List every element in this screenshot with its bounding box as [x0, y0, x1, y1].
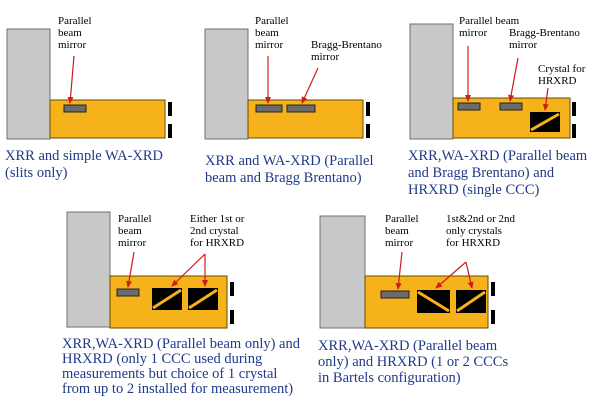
- slit-upper: [230, 282, 234, 296]
- panel-1: Parallel beam mirror XRR and simple WA-X…: [5, 15, 172, 181]
- parallel-beam-mirror: [255, 104, 283, 113]
- parallel-beam-mirror: [116, 288, 140, 297]
- panel-caption: XRR,WA-XRD (Parallel beam and Bragg Bren…: [408, 148, 591, 198]
- panel-3: Parallel beam mirror Bragg-Brentano mirr…: [408, 15, 591, 198]
- bragg-brentano-mirror-label: Bragg-Brentano mirror: [509, 27, 583, 51]
- crystal-1-diagonal: [417, 290, 450, 313]
- panel-caption: XRR and simple WA-XRD (slits only): [5, 148, 167, 181]
- bragg-brentano-arrow: [301, 67, 319, 104]
- panel-5: Parallel beam mirror 1st&2nd or 2nd only…: [318, 213, 518, 386]
- parallel-beam-mirror: [457, 102, 481, 111]
- housing-block: [204, 28, 249, 140]
- mirror-arrow: [67, 55, 75, 104]
- parallel-beam-mirror-label: Parallel beam mirror: [118, 213, 154, 249]
- housing-block: [6, 28, 51, 140]
- slit-lower: [491, 310, 495, 324]
- crystal-arrow: [542, 87, 549, 111]
- slit-upper: [168, 102, 172, 116]
- bragg-brentano-arrow: [508, 57, 519, 102]
- parallel-beam-arrow: [395, 251, 403, 290]
- panel-2: Parallel beam mirror Bragg-Brentano mirr…: [204, 15, 385, 186]
- panel-caption: XRR,WA-XRD (Parallel beam only) and HRXR…: [318, 338, 512, 386]
- housing-block: [319, 215, 366, 329]
- crystal-label: Crystal for HRXRD: [538, 63, 588, 87]
- crystal-diagonal: [530, 112, 560, 132]
- crystal-2-diagonal: [456, 290, 486, 313]
- crystal-label: 1st&2nd or 2nd only crystals for HRXRD: [446, 213, 518, 249]
- parallel-beam-mirror-label: Parallel beam mirror: [255, 15, 291, 51]
- crystal-1-arrow: [171, 253, 206, 287]
- bragg-brentano-mirror-label: Bragg-Brentano mirror: [311, 39, 385, 63]
- crystal-2-arrow: [465, 261, 474, 289]
- slit-upper: [366, 102, 370, 116]
- housing-block: [409, 23, 454, 140]
- housing-block: [66, 211, 111, 328]
- parallel-beam-arrow: [126, 251, 135, 288]
- mirror-label: Parallel beam mirror: [58, 15, 94, 51]
- slit-lower: [230, 310, 234, 324]
- bragg-brentano-mirror: [499, 102, 523, 111]
- crystal-1-arrow: [435, 261, 467, 289]
- slit-upper: [572, 102, 576, 116]
- parallel-beam-mirror: [63, 104, 87, 113]
- panel-4: Parallel beam mirror Either 1st or 2nd c…: [62, 211, 304, 397]
- parallel-beam-mirror: [380, 290, 410, 299]
- slit-lower: [366, 124, 370, 138]
- crystal-2-diagonal: [188, 288, 218, 310]
- crystal-label: Either 1st or 2nd crystal for HRXRD: [190, 213, 247, 249]
- parallel-beam-mirror-label: Parallel beam mirror: [385, 213, 421, 249]
- bragg-brentano-mirror: [286, 104, 316, 113]
- slit-lower: [572, 124, 576, 138]
- parallel-beam-mirror-label: Parallel beam mirror: [459, 15, 522, 39]
- slit-lower: [168, 124, 172, 138]
- panel-caption: XRR,WA-XRD (Parallel beam only) and HRXR…: [62, 336, 304, 397]
- slit-upper: [491, 282, 495, 296]
- panel-caption: XRR and WA-XRD (Parallel beam and Bragg …: [205, 153, 377, 186]
- crystal-1-diagonal: [152, 288, 182, 310]
